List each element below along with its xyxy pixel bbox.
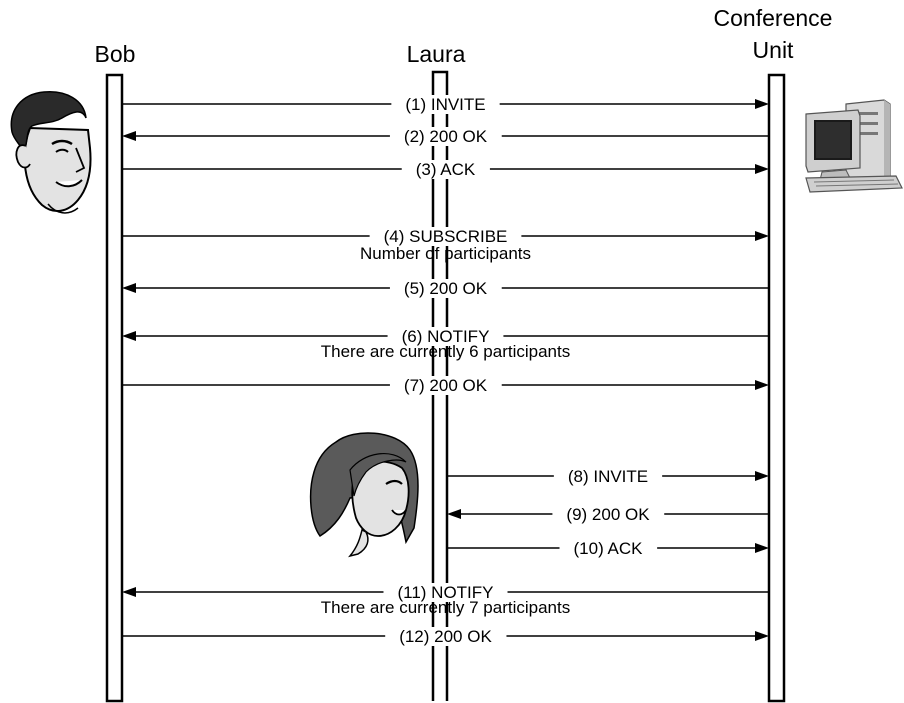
message-3: (3) ACK (122, 160, 769, 179)
arrowhead-icon (755, 631, 769, 641)
message-label: (2) 200 OK (404, 127, 488, 146)
conference-label-line2: Unit (753, 37, 795, 63)
conference-label-line1: Conference (714, 5, 833, 31)
message-note: There are currently 7 participants (321, 598, 570, 617)
desktop-computer-icon (806, 100, 902, 192)
arrowhead-icon (755, 164, 769, 174)
message-label: (10) ACK (574, 539, 644, 558)
message-label: (7) 200 OK (404, 376, 488, 395)
arrowhead-icon (122, 283, 136, 293)
message-label: (12) 200 OK (399, 627, 492, 646)
message-note: There are currently 6 participants (321, 342, 570, 361)
arrowhead-icon (755, 471, 769, 481)
message-8: (8) INVITE (447, 467, 769, 486)
arrowhead-icon (447, 509, 461, 519)
message-label: (5) 200 OK (404, 279, 488, 298)
conference-lifeline (769, 75, 784, 701)
message-label: (3) ACK (416, 160, 476, 179)
arrowhead-icon (755, 231, 769, 241)
message-label: (8) INVITE (568, 467, 648, 486)
bob-label: Bob (95, 41, 136, 67)
laura-label: Laura (407, 41, 466, 67)
bob-lifeline (107, 75, 122, 701)
arrowhead-icon (122, 331, 136, 341)
message-7: (7) 200 OK (122, 376, 769, 395)
message-9: (9) 200 OK (447, 505, 769, 524)
woman-face-icon (311, 433, 418, 556)
message-label: (9) 200 OK (566, 505, 650, 524)
message-10: (10) ACK (447, 539, 769, 558)
arrowhead-icon (755, 543, 769, 553)
arrowhead-icon (122, 587, 136, 597)
message-list: (1) INVITE (2) 200 OK (3) ACK (4) SUBSCRIBE… (122, 95, 769, 646)
message-5: (5) 200 OK (122, 279, 769, 298)
message-label: (1) INVITE (405, 95, 485, 114)
man-face-icon (11, 92, 90, 213)
message-2: (2) 200 OK (122, 127, 769, 146)
message-1: (1) INVITE (122, 95, 769, 114)
arrowhead-icon (755, 99, 769, 109)
arrowhead-icon (755, 380, 769, 390)
arrowhead-icon (122, 131, 136, 141)
message-12: (12) 200 OK (122, 627, 769, 646)
message-note: Number of participants (360, 244, 531, 263)
